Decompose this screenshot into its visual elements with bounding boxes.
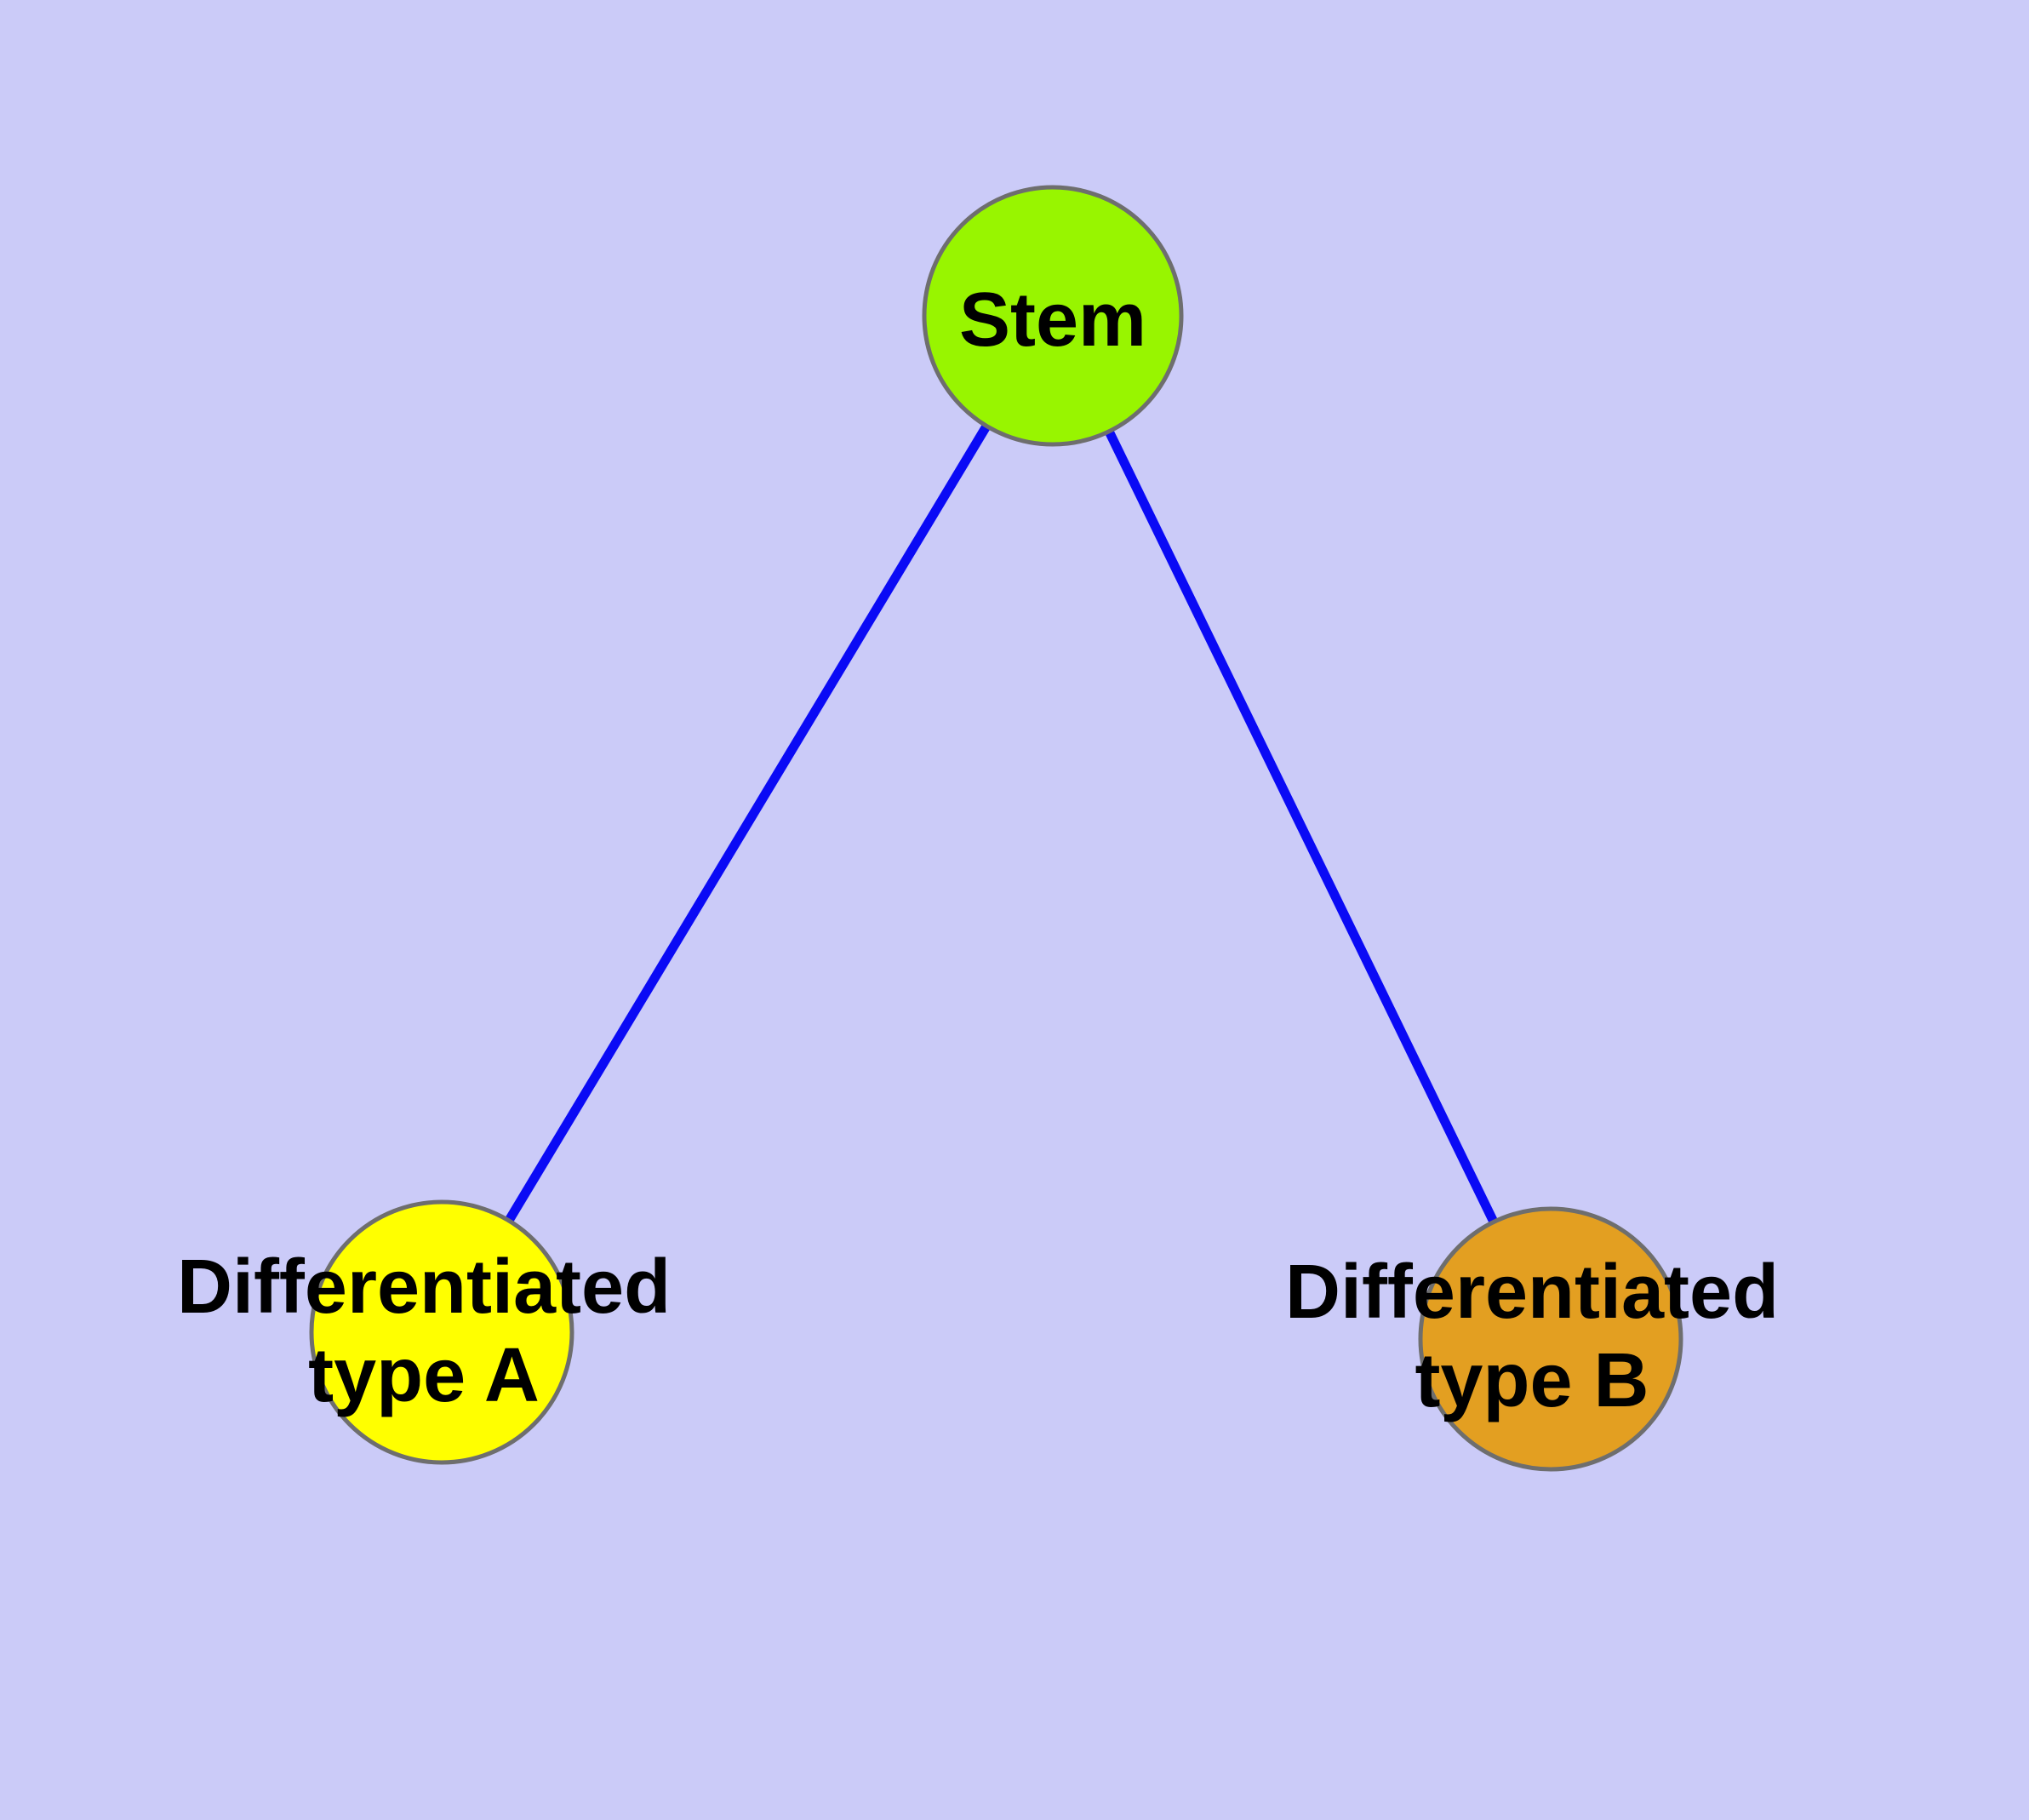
edge-stem-to-type-a: [437, 313, 1057, 1335]
type-b-label-line-2: type B: [1415, 1338, 1649, 1423]
type-a-node-label: Differentiated type A: [177, 1243, 671, 1420]
type-a-label-line-1: Differentiated: [176, 1245, 672, 1330]
edge-stem-to-type-b: [1049, 313, 1555, 1342]
type-b-label-line-1: Differentiated: [1284, 1250, 1780, 1335]
type-b-node-circle: [1418, 1206, 1683, 1472]
type-a-label-line-2: type A: [308, 1333, 540, 1418]
type-a-node-circle: [309, 1199, 574, 1465]
stem-node-label: Stem: [958, 278, 1147, 363]
type-b-node-label: Differentiated type B: [1285, 1248, 1779, 1425]
stem-node-circle: [922, 185, 1184, 447]
